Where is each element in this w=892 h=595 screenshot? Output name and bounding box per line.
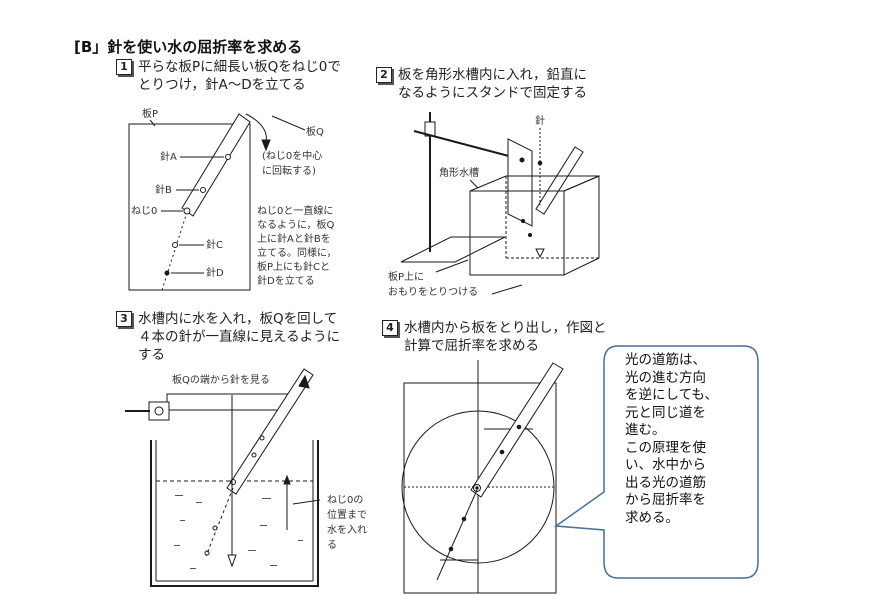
step-2-number: 2 — [376, 67, 392, 83]
needle-d-mark — [164, 270, 170, 276]
needle-c-label: 針C — [206, 240, 223, 251]
plate-p-outline — [128, 123, 251, 291]
fig1-note-line-4: 立てる。同様に， — [257, 248, 337, 259]
water-note-line-3: 水を入れ — [327, 525, 367, 536]
step-4-number: 4 — [382, 320, 398, 336]
needle-line-dashed — [161, 211, 188, 291]
stand-base — [400, 236, 506, 263]
step-3-line-1: 水槽内に水を入れ，板Qを回して — [138, 311, 338, 327]
needle-b-label: 針B — [155, 185, 172, 196]
callout-line-7: い、水中から — [625, 457, 706, 473]
screw-o-label: ねじ0 — [131, 206, 158, 217]
step-3-caption: 3 水槽内に水を入れ，板Qを回して ４本の針が一直線に見えるように する — [116, 310, 340, 364]
step-1-number: 1 — [116, 59, 132, 75]
water-note-line-4: る — [327, 540, 337, 551]
board-q-fig3 — [226, 368, 314, 495]
construction-board — [403, 382, 557, 594]
needle-b-mark — [200, 187, 206, 193]
rotate-note-line-1: (ねじ0を中心 — [262, 151, 323, 162]
needle-label-fig2: 針 — [535, 116, 545, 127]
refracted-ray — [436, 489, 478, 581]
water-note-line-1: ねじ0の — [327, 495, 364, 506]
stand-arm — [413, 130, 525, 161]
step-3-line-2: ４本の針が一直線に見えるように — [138, 329, 341, 345]
needle-d-label: 針D — [206, 268, 224, 279]
fig1-note-line-2: なるように，板Q — [257, 220, 335, 231]
step-4-line-1: 水槽内から板をとり出し，作図と — [404, 320, 607, 336]
step-3-line-3: する — [138, 347, 165, 363]
water-note-line-2: 位置まで — [327, 510, 367, 521]
slide-title: [B」針を使い水の屈折率を求める — [74, 38, 303, 56]
fig1-note-line-5: 板P上にも針Cと — [257, 262, 331, 273]
callout-line-4: 元と同じ道を — [625, 404, 706, 421]
callout-line-6: この原理を使 — [625, 439, 706, 456]
step-3-number: 3 — [116, 311, 132, 327]
step-2-caption: 2 板を角形水槽内に入れ，鉛直に なるようにスタンドで固定する — [376, 66, 587, 102]
screw-o-mark — [183, 207, 191, 215]
callout-line-1: 光の道筋は、 — [625, 352, 706, 368]
weight-note-line-2: おもりをとりつける — [388, 287, 479, 298]
callout-line-8: 出る光の道筋 — [625, 474, 706, 491]
water-tank-walls — [150, 440, 319, 587]
step-2-line-2: なるようにスタンドで固定する — [398, 85, 587, 101]
step-4-caption: 4 水槽内から板をとり出し，作図と 計算で屈折率を求める — [382, 319, 607, 355]
callout-line-3: を逆にしても、 — [625, 387, 719, 403]
step-1-line-1: 平らな板Pに細長い板Qをねじ0で — [138, 59, 341, 75]
rotate-note-line-2: に回転する) — [262, 166, 316, 177]
plate-q-label: 板Q — [306, 127, 324, 138]
plate-p-label: 板P — [142, 109, 159, 120]
callout-line-5: 進む。 — [625, 422, 666, 438]
view-note: 板Qの端から針を見る — [172, 375, 270, 386]
callout-text: 光の道筋は、 光の進む方向 を逆にしても、 元と同じ道を 進む。 この原理を使 … — [625, 352, 743, 527]
callout-line-2: 光の進む方向 — [625, 369, 706, 386]
tank-label: 角形水槽 — [439, 168, 479, 179]
fig1-note-line-3: 上に針Aと針Bを — [257, 234, 331, 245]
step-1-line-2: とりつけ，針A～Dを立てる — [138, 77, 306, 93]
callout-line-10: 求める。 — [625, 509, 679, 526]
board-q-in-tank — [535, 146, 584, 215]
needle-c-mark — [172, 242, 178, 248]
step-4-line-2: 計算で屈折率を求める — [404, 338, 539, 354]
step-1-caption: 1 平らな板Pに細長い板Qをねじ0で とりつけ，針A～Dを立てる — [116, 58, 341, 94]
fig1-note-line-6: 針Dを立てる — [257, 276, 315, 287]
water-dots — [174, 495, 303, 569]
board-in-tank — [507, 138, 533, 227]
board-q-fig4 — [470, 362, 564, 498]
step-2-line-1: 板を角形水槽内に入れ，鉛直に — [398, 67, 587, 83]
callout-line-9: から屈折率を — [625, 492, 706, 508]
fig1-note-line-1: ねじ0と一直線に — [257, 206, 334, 217]
needle-a-mark — [225, 154, 231, 160]
needle-a-label: 針A — [160, 152, 177, 163]
weight-note-line-1: 板P上に — [388, 272, 425, 283]
rotation-arrow — [245, 113, 267, 143]
